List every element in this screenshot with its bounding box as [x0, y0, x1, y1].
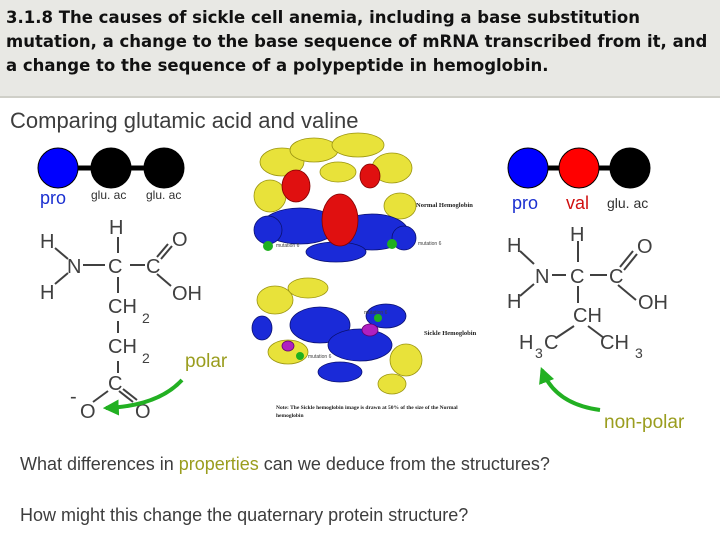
val-oh: OH	[638, 292, 668, 314]
question-quaternary: How might this change the quaternary pro…	[20, 505, 469, 525]
valine-structure: H H N C C O H OH CH H 3 C CH 3 non-polar	[507, 224, 685, 433]
hemoglobin-note: Note: The Sickle hemoglobin image is dra…	[276, 405, 458, 419]
glu-h-left1: H	[40, 231, 54, 253]
val-o-top: O	[637, 236, 653, 258]
left-residue-1	[37, 147, 79, 189]
val-h3c-sub: 3	[535, 345, 543, 361]
normal-marker-label-1: mutation 6	[276, 243, 300, 249]
glu-ch2-a-sub: 2	[142, 310, 150, 326]
val-ch: CH	[573, 305, 602, 327]
normal-hemoglobin-image: mutation 6 mutation 6 Normal Hemoglobin	[253, 132, 473, 263]
glu-oh: OH	[172, 283, 202, 305]
left-residue-label-2: glu. ac	[91, 188, 126, 202]
val-c-alpha: C	[570, 266, 584, 288]
slide-subtitle: Comparing glutamic acid and valine	[10, 108, 359, 133]
glu-ch2-b: CH	[108, 336, 137, 358]
left-residue-label-1: pro	[40, 188, 66, 208]
glu-c-side: C	[108, 373, 122, 395]
left-residue-3	[143, 147, 185, 189]
left-residue-label-3: glu. ac	[146, 188, 181, 202]
sickle-marker-label-1: mutation 6	[308, 354, 332, 360]
val-h-top: H	[570, 224, 584, 246]
glu-o-minus: O	[80, 401, 96, 423]
question-1-text-end: can we deduce from the structures?	[258, 454, 550, 474]
glu-o-side: O	[135, 401, 151, 423]
normal-marker-label-2: mutation 6	[418, 241, 442, 247]
left-residue-2	[90, 147, 132, 189]
non-polar-label: non-polar	[604, 412, 685, 433]
val-h3c-h: H	[519, 332, 533, 354]
right-residue-label-1: pro	[512, 193, 538, 213]
val-ch3-sub: 3	[635, 345, 643, 361]
left-peptide-chain: pro glu. ac glu. ac	[37, 147, 185, 208]
glu-ch2-b-sub: 2	[142, 350, 150, 366]
right-residue-2	[558, 147, 600, 189]
val-h-left2: H	[507, 291, 521, 313]
right-residue-label-2: val	[566, 193, 589, 213]
question-1-highlight: properties	[178, 454, 259, 474]
val-h-left1: H	[507, 235, 521, 257]
glu-h-top: H	[109, 217, 123, 239]
glu-c-alpha: C	[108, 256, 122, 278]
polar-label: polar	[185, 351, 228, 372]
question-1-text-start: What differences in	[20, 454, 179, 474]
slide-title: 3.1.8 The causes of sickle cell anemia, …	[6, 8, 708, 75]
question-properties: What differences in properties can we de…	[20, 454, 550, 475]
glu-ch2-a: CH	[108, 296, 137, 318]
sickle-hemoglobin-image: mutation 6 mutation 6 Sickle Hemoglobin	[251, 277, 477, 395]
val-h3c-c: C	[544, 332, 558, 354]
glu-o-top: O	[172, 229, 188, 251]
val-c-carboxyl: C	[609, 266, 623, 288]
right-residue-3	[609, 147, 651, 189]
non-polar-arrow	[539, 367, 601, 412]
sickle-hemoglobin-label: Sickle Hemoglobin	[424, 330, 477, 337]
sickle-marker-label-2: mutation 6	[364, 310, 388, 316]
val-ch3: CH	[600, 332, 629, 354]
normal-hemoglobin-label: Normal Hemoglobin	[416, 202, 473, 209]
right-peptide-chain: pro val glu. ac	[507, 147, 651, 213]
glu-h-left2: H	[40, 282, 54, 304]
polar-arrow	[102, 378, 184, 416]
glu-n: N	[67, 256, 81, 278]
slide-header: 3.1.8 The causes of sickle cell anemia, …	[0, 0, 720, 98]
glutamic-acid-structure: H H N C C O H OH CH 2 CH 2 C - O O polar	[40, 217, 228, 423]
glu-minus: -	[70, 386, 77, 408]
right-residue-label-3: glu. ac	[607, 195, 648, 211]
glu-c-carboxyl: C	[146, 256, 160, 278]
val-n: N	[535, 266, 549, 288]
right-residue-1	[507, 147, 549, 189]
